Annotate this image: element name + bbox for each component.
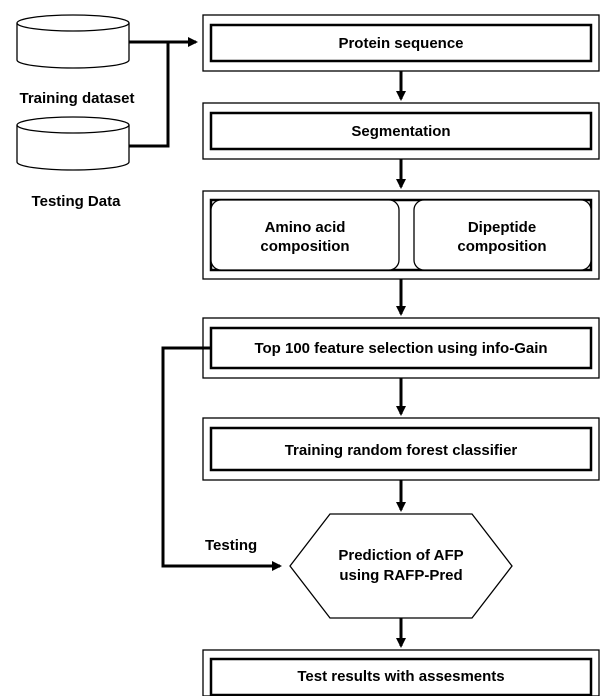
amino-acid-composition-label-line2: composition bbox=[260, 238, 349, 255]
results-box: Test results with assesments bbox=[202, 649, 600, 696]
testing-data-label: Testing Data bbox=[32, 193, 122, 210]
results-label: Test results with assesments bbox=[297, 668, 504, 685]
testing-edge-label: Testing bbox=[205, 537, 257, 554]
testing-data-database-icon bbox=[16, 116, 130, 171]
dipeptide-composition-box: Dipeptide composition bbox=[413, 199, 592, 271]
testing-connector bbox=[161, 346, 282, 571]
training-classifier-box: Training random forest classifier bbox=[202, 417, 600, 481]
protein-sequence-box: Protein sequence bbox=[202, 14, 600, 72]
prediction-label: Prediction of AFP bbox=[338, 547, 463, 564]
segmentation-box: Segmentation bbox=[202, 102, 600, 160]
amino-acid-composition-box: Amino acid composition bbox=[210, 199, 400, 271]
protein-sequence-label: Protein sequence bbox=[338, 35, 463, 52]
dipeptide-composition-label-line2: composition bbox=[457, 238, 546, 255]
training-dataset-database-icon bbox=[16, 14, 130, 69]
segmentation-label: Segmentation bbox=[351, 123, 450, 140]
feature-selection-box: Top 100 feature selection using info-Gai… bbox=[202, 317, 600, 379]
prediction-label-line2: using RAFP-Pred bbox=[339, 567, 462, 584]
training-dataset-label: Training dataset bbox=[19, 90, 134, 107]
feature-extraction-box: Amino acid composition Dipeptide composi… bbox=[202, 190, 600, 280]
feature-selection-label: Top 100 feature selection using info-Gai… bbox=[254, 340, 547, 357]
prediction-hexagon: Prediction of AFP using RAFP-Pred bbox=[289, 513, 513, 619]
amino-acid-composition-label: Amino acid bbox=[265, 219, 346, 236]
dipeptide-composition-label: Dipeptide bbox=[468, 219, 536, 236]
dataset-connector bbox=[129, 37, 198, 148]
training-classifier-label: Training random forest classifier bbox=[285, 442, 518, 459]
